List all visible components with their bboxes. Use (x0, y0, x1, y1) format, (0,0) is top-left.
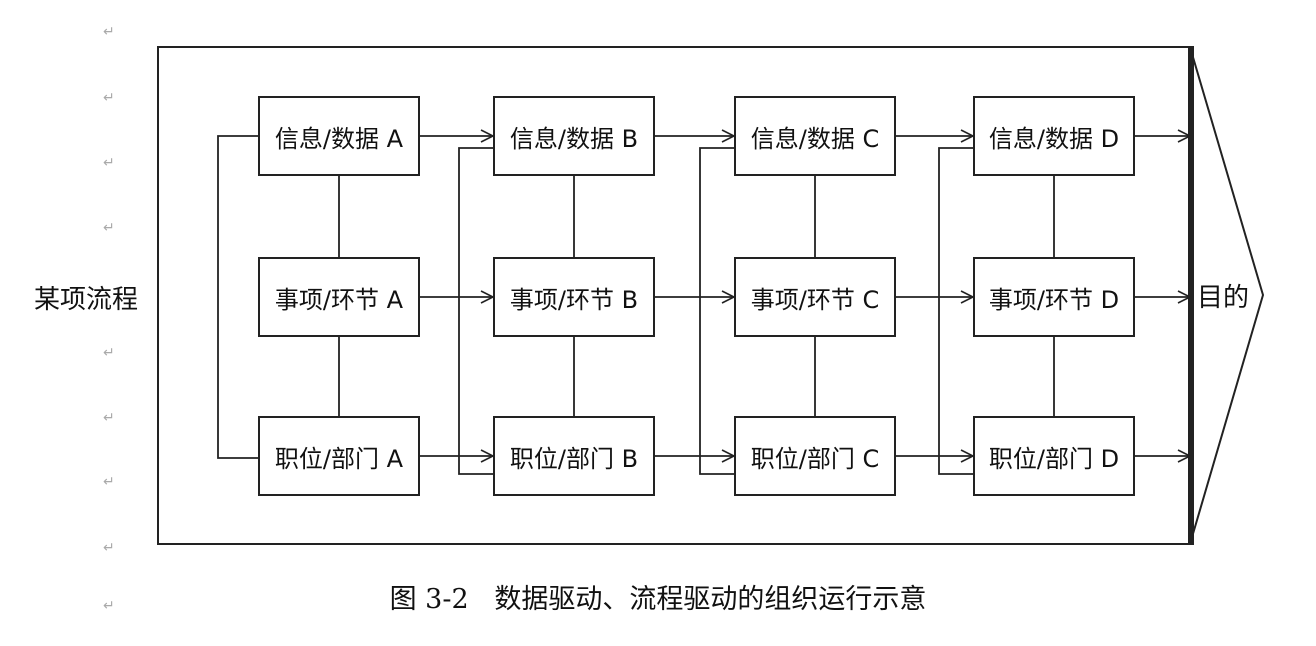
feedback-bracket (938, 147, 973, 475)
feedback-bracket (217, 135, 258, 459)
item-node-b: 事项/环节 B (493, 257, 655, 337)
role-node-a: 职位/部门 A (258, 416, 420, 496)
info-node-a: 信息/数据 A (258, 96, 420, 176)
margin-mark: ↵ (103, 345, 115, 361)
figure-caption: 图 3-2 数据驱动、流程驱动的组织运行示意 (0, 577, 1316, 616)
caption-number: 图 3-2 (389, 584, 469, 615)
item-node-c: 事项/环节 C (734, 257, 896, 337)
process-label: 某项流程 (34, 285, 139, 315)
caption-text: 数据驱动、流程驱动的组织运行示意 (494, 584, 927, 615)
info-node-c: 信息/数据 C (734, 96, 896, 176)
margin-mark: ↵ (103, 474, 115, 490)
margin-mark: ↵ (103, 540, 115, 556)
margin-mark: ↵ (103, 220, 115, 236)
goal-label: 目的 (1197, 283, 1250, 313)
margin-mark: ↵ (103, 598, 115, 614)
feedback-bracket (458, 147, 493, 475)
role-node-b: 职位/部门 B (493, 416, 655, 496)
role-node-c: 职位/部门 C (734, 416, 896, 496)
goal-chevron (1189, 46, 1265, 545)
margin-mark: ↵ (103, 24, 115, 40)
info-node-b: 信息/数据 B (493, 96, 655, 176)
margin-mark: ↵ (103, 90, 115, 106)
process-frame (157, 46, 1194, 545)
info-node-d: 信息/数据 D (973, 96, 1135, 176)
margin-mark: ↵ (103, 155, 115, 171)
item-node-a: 事项/环节 A (258, 257, 420, 337)
feedback-bracket (699, 147, 734, 475)
margin-mark: ↵ (103, 410, 115, 426)
role-node-d: 职位/部门 D (973, 416, 1135, 496)
connectors (217, 135, 1190, 475)
item-node-d: 事项/环节 D (973, 257, 1135, 337)
